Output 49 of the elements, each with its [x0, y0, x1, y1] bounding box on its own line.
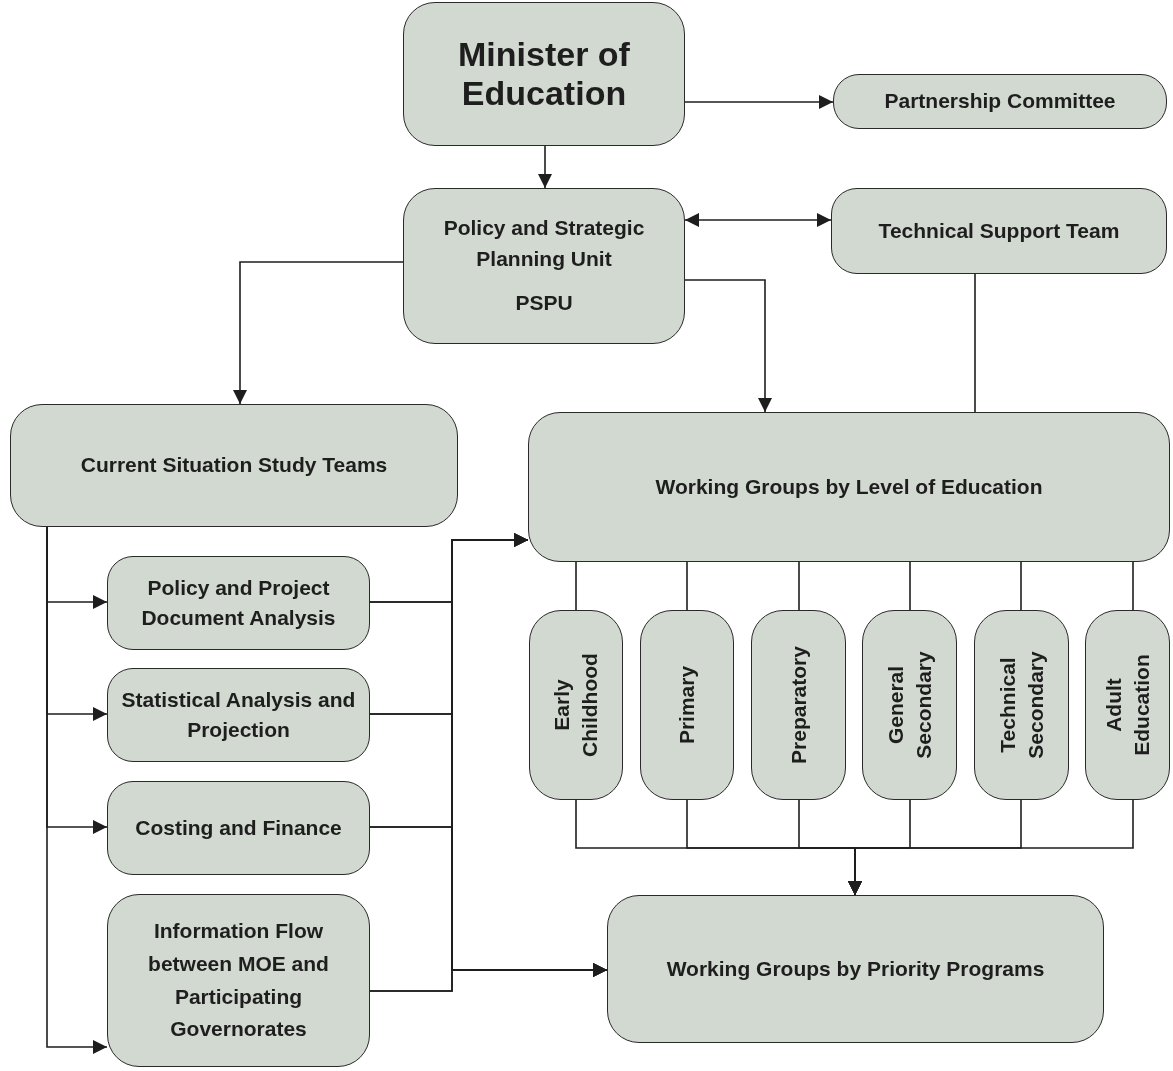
box-label: Early Childhood: [548, 652, 602, 759]
box-label: Policy and Project Document Analysis: [140, 574, 337, 631]
rounded-box: [974, 610, 1069, 800]
rounded-box: [10, 404, 458, 527]
box-label: Preparatory: [785, 645, 811, 766]
box-label: General Secondary: [882, 650, 936, 761]
box-label: Policy and Strategic Planning Unit: [442, 215, 646, 272]
connector-line: [686, 561, 688, 611]
rounded-box: [107, 781, 370, 875]
box-label: Primary: [673, 664, 699, 747]
arrow: [684, 95, 834, 109]
rounded-box: [833, 74, 1167, 129]
arrow: [233, 261, 404, 405]
rounded-box: [640, 610, 734, 800]
rounded-box: [107, 894, 370, 1067]
arrow: [369, 963, 608, 992]
arrow: [538, 145, 552, 189]
box-label: Costing and Finance: [135, 814, 342, 841]
rounded-box: [607, 895, 1104, 1043]
box-subtitle: PSPU: [515, 290, 573, 317]
rounded-box: [1085, 610, 1170, 800]
connector-line: [1132, 561, 1134, 611]
rounded-box: [403, 2, 685, 146]
rounded-box: [831, 188, 1167, 274]
box-label: Adult Education: [1100, 653, 1154, 758]
box-label: Information Flow between MOE and Participating Governorates: [147, 918, 330, 1043]
box-label: Working Groups by Level of Education: [655, 473, 1043, 500]
arrow: [684, 279, 772, 413]
rounded-box: [862, 610, 957, 800]
rounded-box: [528, 412, 1170, 562]
connector-line: [974, 273, 976, 413]
rounded-box: [107, 668, 370, 762]
connector-line: [798, 561, 800, 611]
rounded-box: [403, 188, 685, 344]
rounded-box: [107, 556, 370, 650]
box-label: Technical Support Team: [878, 217, 1120, 244]
connector-line: [1020, 561, 1022, 611]
rounded-box: [529, 610, 623, 800]
box-label: Current Situation Study Teams: [80, 452, 388, 479]
rounded-box: [751, 610, 846, 800]
connector-line: [575, 561, 577, 611]
box-label: Statistical Analysis and Projection: [120, 686, 357, 743]
arrow: [848, 799, 1134, 896]
arrow: [684, 213, 832, 227]
connector-line: [909, 561, 911, 611]
box-label: Minister of Education: [457, 34, 631, 114]
box-label: Partnership Committee: [884, 88, 1116, 115]
box-label: Technical Secondary: [994, 650, 1048, 761]
box-label: Working Groups by Priority Programs: [666, 955, 1045, 982]
